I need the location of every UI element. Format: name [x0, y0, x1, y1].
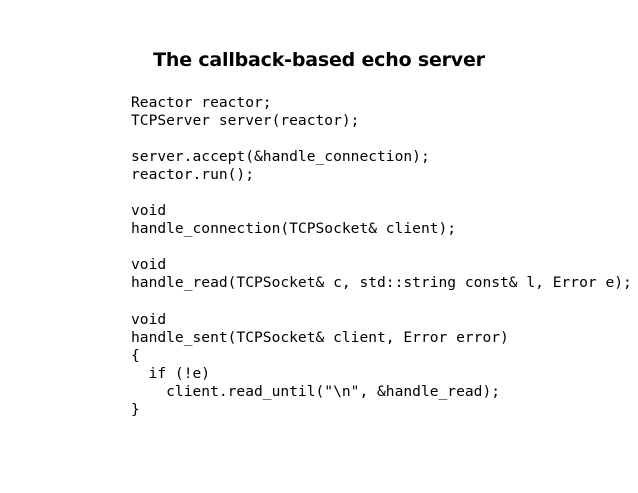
code-line: TCPServer server(reactor);: [131, 112, 360, 130]
code-line: handle_read(TCPSocket& c, std::string co…: [131, 274, 632, 292]
code-line: void: [131, 256, 167, 274]
code-line: reactor.run();: [131, 166, 255, 184]
code-line-blank: [131, 130, 632, 148]
code-line: handle_sent(TCPSocket& client, Error err…: [131, 328, 509, 346]
code-line-blank: [131, 238, 632, 256]
code-line: void: [131, 310, 167, 328]
page-title: The callback-based echo server: [153, 49, 485, 71]
code-line: handle_connection(TCPSocket& client);: [131, 220, 457, 238]
code-line: {: [131, 346, 140, 364]
code-block: Reactor reactor;TCPServer server(reactor…: [131, 94, 632, 419]
code-line: client.read_until("\n", &handle_read);: [131, 382, 501, 400]
code-line-blank: [131, 184, 632, 202]
code-line-blank: [131, 293, 632, 311]
code-line: void: [131, 202, 167, 220]
code-line: Reactor reactor;: [131, 94, 272, 111]
code-line: if (!e): [131, 364, 211, 382]
code-line: server.accept(&handle_connection);: [131, 148, 430, 166]
code-line: }: [131, 400, 140, 418]
